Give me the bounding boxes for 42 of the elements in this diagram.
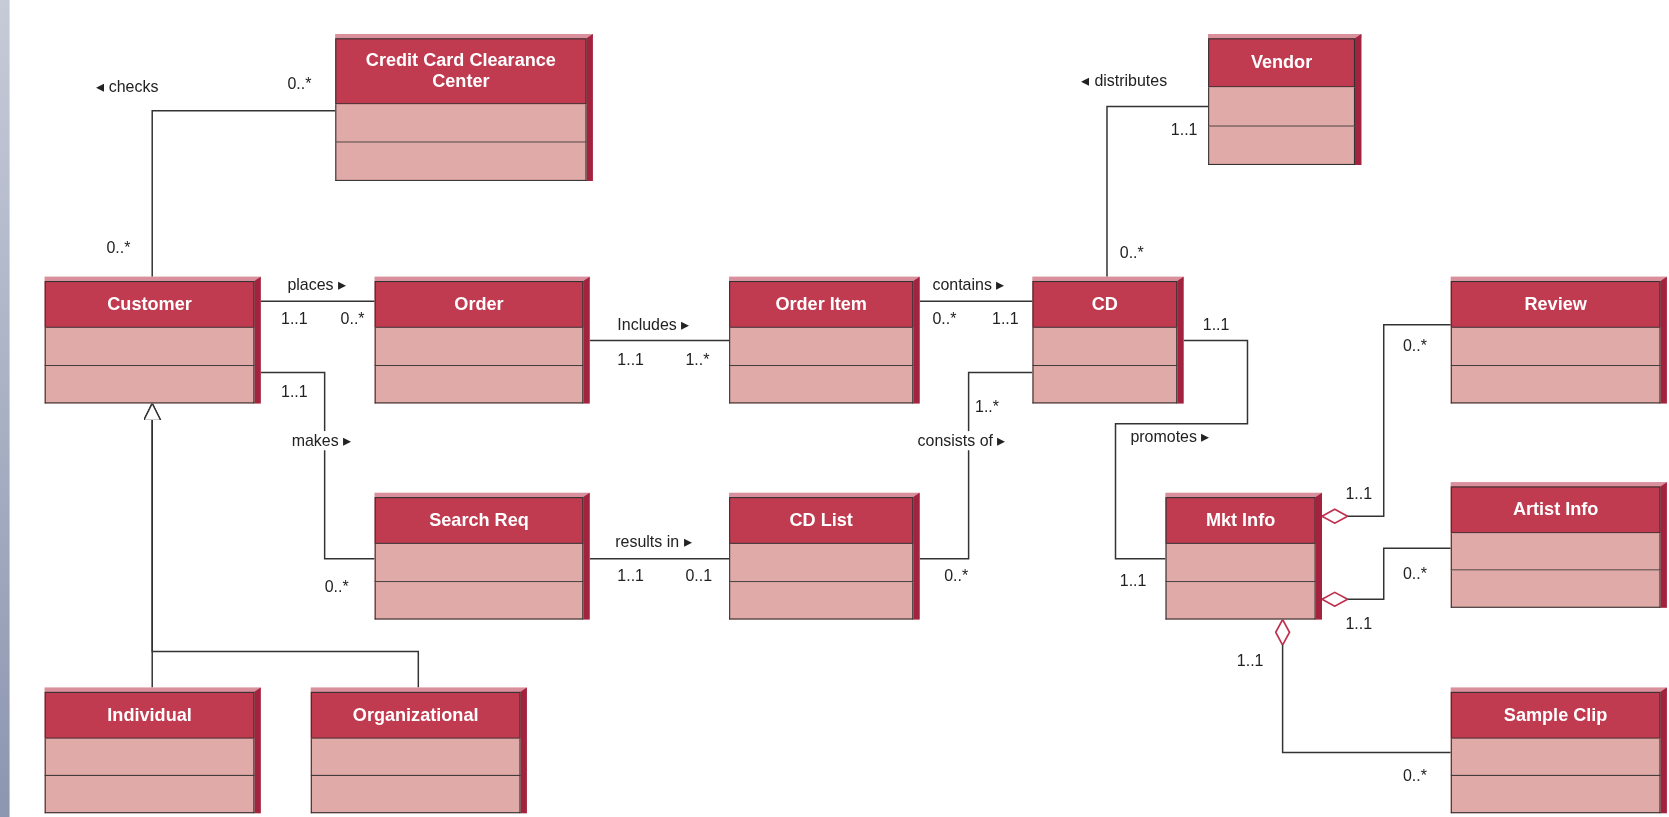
class-box bbox=[729, 276, 920, 404]
class-box bbox=[374, 276, 590, 404]
class-name-header: Order bbox=[374, 281, 584, 328]
class-name-header: CD List bbox=[729, 497, 914, 544]
class-box bbox=[44, 687, 261, 814]
class-name-header: Mkt Info bbox=[1165, 497, 1316, 544]
class-box bbox=[1450, 687, 1667, 814]
class-box bbox=[374, 492, 590, 620]
class-name-header: Order Item bbox=[729, 281, 914, 328]
class-name-header: Individual bbox=[44, 691, 255, 739]
class-box bbox=[310, 687, 527, 814]
association-line bbox=[151, 109, 337, 278]
association-line bbox=[1114, 339, 1249, 560]
class-name-header: Organizational bbox=[310, 691, 521, 739]
class-box bbox=[1208, 34, 1362, 165]
class-box bbox=[1450, 276, 1667, 404]
class-name-header: CD bbox=[1032, 281, 1178, 328]
association-line bbox=[1106, 105, 1209, 278]
aggregation-line bbox=[1274, 618, 1452, 754]
class-box bbox=[335, 34, 593, 181]
edge-label: makes ▸ bbox=[289, 431, 354, 451]
class-box bbox=[1165, 492, 1322, 620]
generalization-arrow bbox=[143, 402, 420, 689]
class-name-header: Search Req bbox=[374, 497, 584, 544]
class-box bbox=[44, 276, 261, 404]
association-line bbox=[588, 339, 730, 342]
class-name-header: Vendor bbox=[1208, 38, 1355, 88]
association-line bbox=[260, 371, 376, 560]
aggregation-line bbox=[1321, 547, 1452, 608]
association-line bbox=[260, 300, 376, 302]
class-box bbox=[1032, 276, 1184, 404]
class-name-header: Review bbox=[1450, 281, 1661, 328]
class-name-header: Artist Info bbox=[1450, 486, 1661, 534]
association-line bbox=[588, 558, 730, 560]
aggregation-line bbox=[1321, 323, 1452, 524]
class-name-header: Customer bbox=[44, 281, 255, 328]
class-name-header: Credit Card Clearance Center bbox=[335, 38, 587, 105]
class-name-header: Sample Clip bbox=[1450, 691, 1661, 739]
association-line bbox=[918, 371, 1034, 560]
class-box bbox=[1450, 482, 1667, 608]
class-box bbox=[729, 492, 920, 620]
association-line bbox=[918, 300, 1034, 302]
